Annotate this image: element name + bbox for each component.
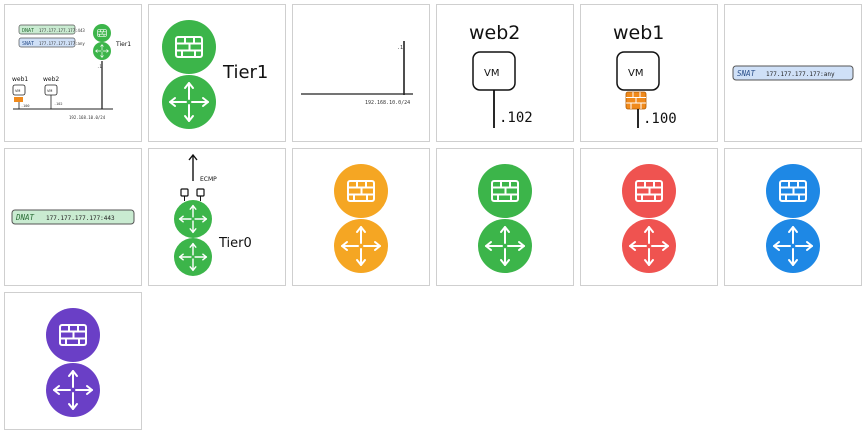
segment-gateway-label: .1 bbox=[397, 45, 403, 51]
overview-dnat-badge: DNAT 177.177.177.177:443 bbox=[18, 24, 85, 35]
svg-text:web1: web1 bbox=[12, 76, 28, 83]
tile-gateway-purple[interactable] bbox=[4, 292, 142, 430]
svg-text:.100: .100 bbox=[21, 104, 29, 108]
vm-icon bbox=[12, 84, 26, 96]
overview-dnat-ip: 177.177.177.177:443 bbox=[39, 28, 85, 33]
web1-vm-label: VM bbox=[628, 68, 643, 79]
overview-uplink-label: .1 bbox=[97, 64, 102, 69]
dnat-ip: 177.177.177.177:443 bbox=[46, 215, 115, 222]
overview-snat-label: SNAT bbox=[22, 41, 34, 47]
web2-vm-label: VM bbox=[484, 68, 499, 79]
overview-snat-ip: 177.177.177.177:any bbox=[39, 41, 85, 46]
dnat-rule: DNAT 177.177.177.177:443 bbox=[11, 209, 135, 225]
vm-icon bbox=[616, 51, 660, 91]
dnat-label: DNAT bbox=[15, 213, 35, 222]
firewall-icon bbox=[14, 97, 23, 102]
tile-tier0[interactable]: ECMP Tier0 bbox=[148, 148, 286, 286]
gateway-icon-blue bbox=[766, 164, 820, 273]
tier1-label: Tier1 bbox=[222, 62, 268, 83]
tile-gateway-blue[interactable] bbox=[724, 148, 862, 286]
tile-overview[interactable]: DNAT 177.177.177.177:443 SNAT 177.177.17… bbox=[4, 4, 142, 142]
dnat-badge bbox=[11, 209, 135, 225]
svg-text:VM: VM bbox=[15, 89, 20, 93]
web1-title: web1 bbox=[613, 22, 664, 44]
snat-badge bbox=[732, 65, 854, 81]
tile-gateway-green[interactable] bbox=[436, 148, 574, 286]
tier0-label: Tier0 bbox=[218, 236, 252, 251]
overview-snat-badge: SNAT 177.177.177.177:any bbox=[18, 37, 85, 48]
overview-tier1-label: Tier1 bbox=[115, 41, 131, 48]
svg-text:VM: VM bbox=[47, 89, 52, 93]
svg-text:.102: .102 bbox=[54, 102, 62, 106]
tile-dnat[interactable]: DNAT 177.177.177.177:443 bbox=[4, 148, 142, 286]
tile-gateway-red[interactable] bbox=[580, 148, 718, 286]
overview-web2: web2 VM .102 bbox=[43, 76, 62, 109]
svg-text:web2: web2 bbox=[43, 76, 59, 83]
overview-web1: web1 VM .100 bbox=[12, 76, 29, 109]
tile-snat[interactable]: SNAT 177.177.177.177:any bbox=[724, 4, 862, 142]
uplink-port-icon bbox=[196, 188, 205, 197]
gateway-icon-red bbox=[622, 164, 676, 273]
tile-gateway-orange[interactable] bbox=[292, 148, 430, 286]
snat-label: SNAT bbox=[737, 69, 756, 78]
tier0-gateway: ECMP Tier0 bbox=[174, 153, 252, 276]
tile-tier1[interactable]: Tier1 bbox=[148, 4, 286, 142]
overview-diagram: DNAT 177.177.177.177:443 SNAT 177.177.17… bbox=[12, 24, 131, 120]
web1-vm-diagram: web1 VM .100 bbox=[613, 22, 677, 128]
tier1-gateway: Tier1 bbox=[162, 20, 268, 129]
tile-segment[interactable]: .1 192.168.10.0/24 bbox=[292, 4, 430, 142]
overview-dnat-label: DNAT bbox=[22, 28, 34, 34]
uplink-port-icon bbox=[180, 188, 189, 197]
snat-rule: SNAT 177.177.177.177:any bbox=[732, 65, 854, 81]
tile-web2[interactable]: web2 VM .102 bbox=[436, 4, 574, 142]
overview-tier1-gateway bbox=[93, 24, 111, 60]
gateway-icon-purple bbox=[46, 308, 100, 417]
snat-ip: 177.177.177.177:any bbox=[766, 71, 835, 78]
web1-ip: .100 bbox=[643, 111, 677, 127]
tile-web1[interactable]: web1 VM .100 bbox=[580, 4, 718, 142]
ecmp-label: ECMP bbox=[200, 176, 217, 183]
web2-vm-diagram: web2 VM .102 bbox=[469, 22, 533, 128]
segment-subnet-label: 192.168.10.0/24 bbox=[365, 100, 410, 106]
web2-title: web2 bbox=[469, 22, 520, 44]
gateway-icon-green bbox=[478, 164, 532, 273]
firewall-icon bbox=[625, 91, 647, 110]
segment-diagram: .1 192.168.10.0/24 bbox=[301, 41, 413, 106]
overview-subnet-label: 192.168.10.0/24 bbox=[69, 115, 106, 120]
gateway-icon-orange bbox=[334, 164, 388, 273]
web2-ip: .102 bbox=[499, 110, 533, 126]
